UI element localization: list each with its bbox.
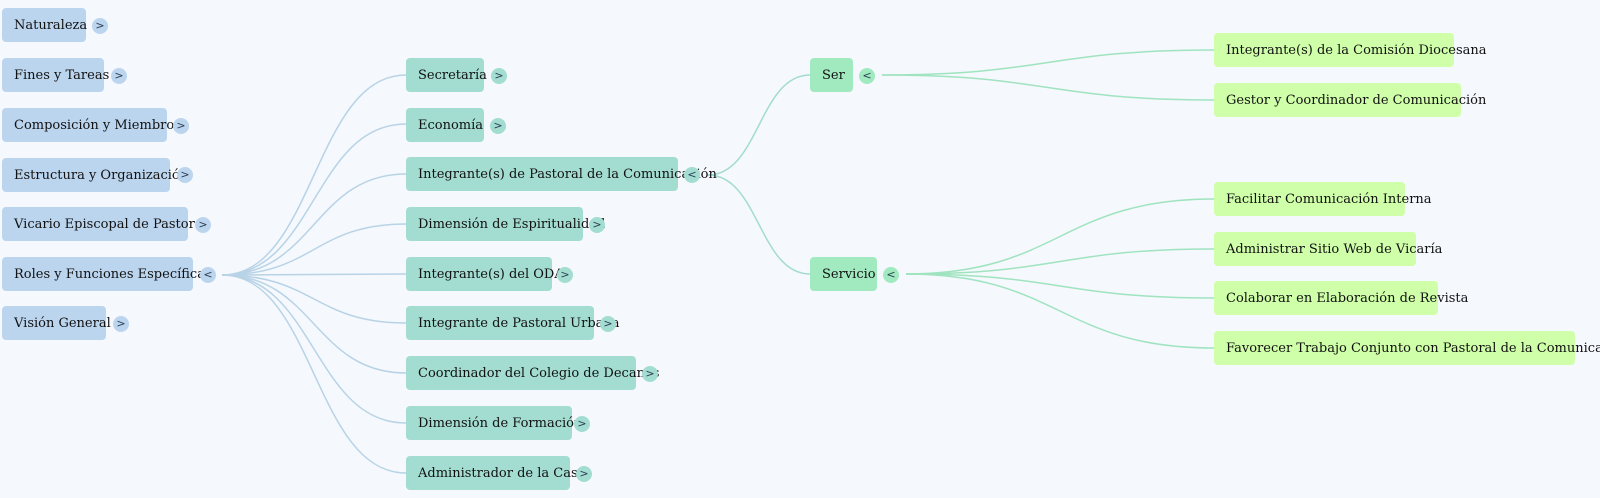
connector-ser-item <box>881 49 1215 76</box>
node-dimension-espiritualidad[interactable]: Dimensión de Espiritualidad <box>406 207 605 241</box>
connector-roles <box>221 123 407 276</box>
expand-toggle[interactable]: > <box>589 217 605 233</box>
expand-toggle[interactable]: > <box>113 316 129 332</box>
node-comision-diocesana[interactable]: Integrante(s) de la Comisión Diocesana <box>1214 33 1486 67</box>
node-naturaleza[interactable]: Naturaleza <box>2 8 87 42</box>
connector-servicio-item <box>905 248 1215 275</box>
expand-toggle[interactable]: > <box>490 118 506 134</box>
collapse-toggle[interactable]: < <box>859 68 875 84</box>
connector-roles <box>221 273 407 276</box>
node-fines-y-tareas[interactable]: Fines y Tareas <box>2 58 109 92</box>
node-dimension-formacion[interactable]: Dimensión de Formación <box>406 406 582 440</box>
node-composicion-y-miembros[interactable]: Composición y Miembros <box>2 108 181 142</box>
expand-toggle[interactable]: > <box>600 316 616 332</box>
node-roles-y-funciones[interactable]: Roles y Funciones Específicas <box>2 257 212 291</box>
node-trabajo-conjunto[interactable]: Favorecer Trabajo Conjunto con Pastoral … <box>1214 331 1600 365</box>
node-revista[interactable]: Colaborar en Elaboración de Revista <box>1214 281 1468 315</box>
connector-roles <box>221 274 407 324</box>
expand-toggle[interactable]: > <box>92 18 108 34</box>
expand-toggle[interactable]: > <box>195 217 211 233</box>
connector-servicio <box>707 174 811 275</box>
node-economia[interactable]: Economía <box>406 108 484 142</box>
connector-roles <box>221 223 407 276</box>
connector-servicio-item <box>905 198 1215 275</box>
connector-roles <box>221 274 407 424</box>
node-sitio-web[interactable]: Administrar Sitio Web de Vicaría <box>1214 232 1442 266</box>
expand-toggle[interactable]: > <box>177 167 193 183</box>
node-vicario-episcopal[interactable]: Vicario Episcopal de Pastoral <box>2 207 207 241</box>
connector-roles <box>221 173 407 276</box>
node-estructura-y-organizacion[interactable]: Estructura y Organización <box>2 158 188 192</box>
expand-toggle[interactable]: > <box>111 68 127 84</box>
connector-servicio-item <box>905 273 1215 299</box>
node-comunicacion-interna[interactable]: Facilitar Comunicación Interna <box>1214 182 1432 216</box>
expand-toggle[interactable]: > <box>557 267 573 283</box>
node-pastoral-urbana[interactable]: Integrante de Pastoral Urbana <box>406 306 620 340</box>
expand-toggle[interactable]: > <box>574 416 590 432</box>
expand-toggle[interactable]: > <box>491 68 507 84</box>
node-integrantes-oda[interactable]: Integrante(s) del ODA <box>406 257 564 291</box>
connector-roles <box>221 74 407 276</box>
connector-ser <box>707 74 811 176</box>
node-secretaria[interactable]: Secretaría <box>406 58 487 92</box>
connector-servicio-item <box>905 273 1215 349</box>
node-ser[interactable]: Ser <box>810 58 853 92</box>
connector-ser-item <box>881 74 1215 101</box>
connector-roles <box>221 274 407 474</box>
expand-toggle[interactable]: > <box>576 466 592 482</box>
collapse-toggle[interactable]: < <box>883 267 899 283</box>
expand-toggle[interactable]: > <box>173 118 189 134</box>
node-pastoral-comunicacion[interactable]: Integrante(s) de Pastoral de la Comunica… <box>406 157 717 191</box>
connector-roles <box>221 274 407 374</box>
node-gestor-coordinador[interactable]: Gestor y Coordinador de Comunicación <box>1214 83 1486 117</box>
collapse-toggle[interactable]: < <box>684 167 700 183</box>
expand-toggle[interactable]: > <box>642 366 658 382</box>
node-vision-general[interactable]: Visión General <box>2 306 111 340</box>
node-administrador-casa[interactable]: Administrador de la Casa <box>406 456 585 490</box>
node-coordinador-decanos[interactable]: Coordinador del Colegio de Decanos <box>406 356 659 390</box>
collapse-toggle[interactable]: < <box>200 267 216 283</box>
node-servicio[interactable]: Servicio <box>810 257 877 291</box>
